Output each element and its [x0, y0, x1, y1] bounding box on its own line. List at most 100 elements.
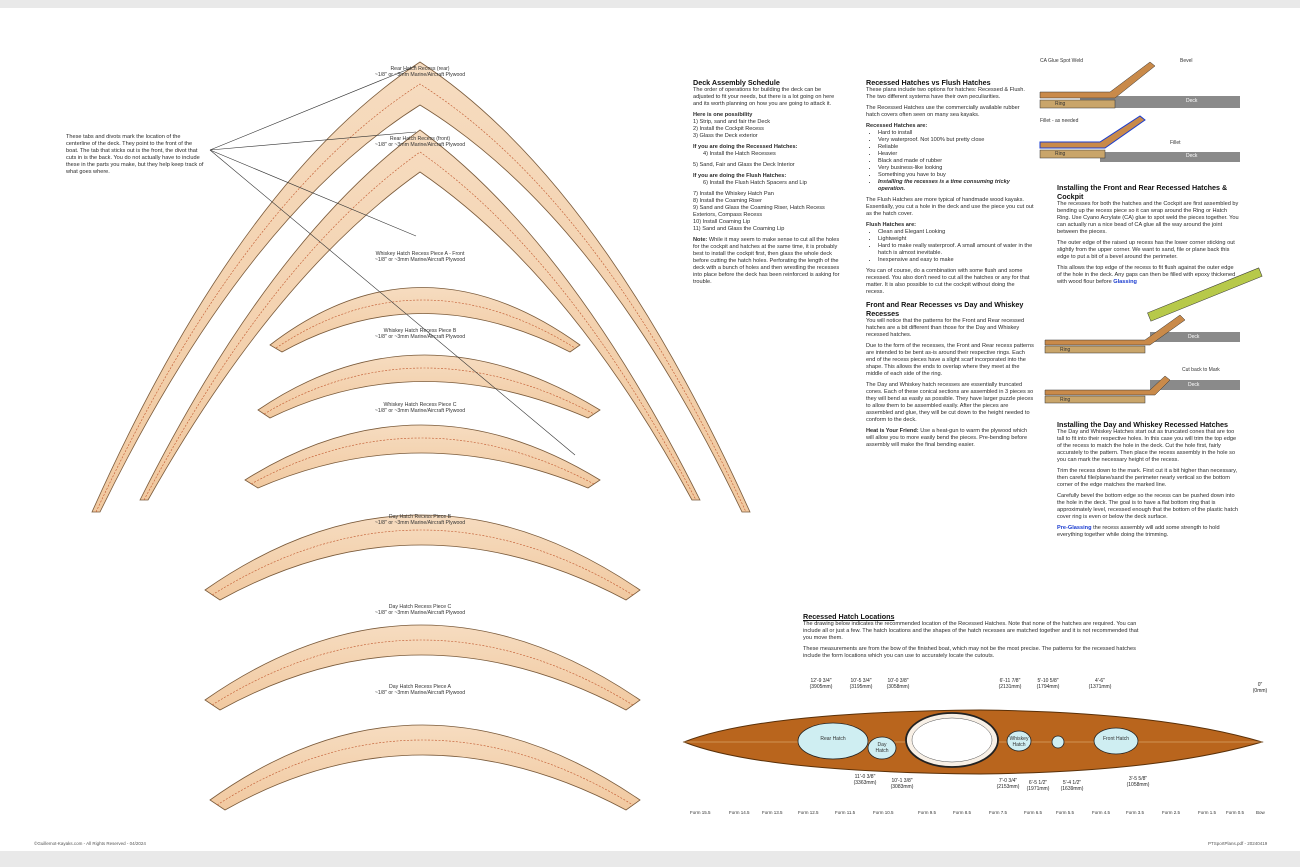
dim-value: 7'-0 3/4"	[998, 778, 1018, 784]
form-label: Form 7.5	[989, 810, 1008, 815]
list-item: Clean and Elegant Looking	[878, 229, 1034, 236]
piece-label-3: Whiskey Hatch Recess Piece A - Front~1/8…	[370, 251, 470, 263]
piece-sub: ~1/8" or ~3mm Marine/Aircraft Plywood	[374, 408, 466, 414]
front-rear-install-text: Installing the Front and Rear Recessed H…	[1057, 183, 1239, 290]
list-item: Heavier	[878, 151, 1034, 158]
dim-value: 10'-5 3/4"	[850, 678, 872, 684]
piece-whiskey-b	[257, 354, 601, 419]
dim-top-1: 12'-9 3/4"(3905mm)	[803, 678, 839, 690]
piece-day-a	[209, 724, 641, 811]
form-label: Form 3.5	[1126, 810, 1145, 815]
locations-p1: The drawing below indicates the recommen…	[803, 621, 1139, 641]
piece-label-6: Day Hatch Recess Piece B~1/8" or ~3mm Ma…	[370, 514, 470, 526]
piece-rear-hatch-rear	[91, 61, 751, 513]
diag1-ring: Ring	[1055, 101, 1066, 107]
step-5: 5) Sand, Fair and Glass the Deck Interio…	[693, 162, 795, 168]
note-text: While it may seem to make sense to cut a…	[693, 237, 840, 285]
piece-day-c	[204, 624, 641, 711]
locations-p2: These measurements are from the bow of t…	[803, 646, 1136, 659]
recessed-list: Hard to install Very waterproof. Not 100…	[866, 130, 1034, 193]
dim-value: 4'-6"	[1095, 678, 1105, 684]
step-6: 6) Install the Flush Hatch Spacers and L…	[703, 180, 807, 186]
dim-value: 6'-11 7/8"	[999, 678, 1021, 684]
form-label: Form 5.5	[1056, 810, 1075, 815]
diag2-label2: Fillet	[1170, 140, 1181, 146]
recessed-paragraph: The Recessed Hatches use the commerciall…	[866, 105, 1020, 118]
piece-whiskey-a	[269, 287, 581, 353]
piece-sub: ~1/8" or ~3mm Marine/Aircraft Plywood	[374, 690, 466, 696]
form-label: Form 14.5	[729, 810, 750, 815]
cross-section-diagram-2	[1039, 115, 1240, 162]
dim-metric: (1058mm)	[1126, 782, 1150, 788]
cross-section-diagram-3	[1044, 267, 1263, 354]
dim-metric: (1639mm)	[1060, 786, 1084, 792]
piece-label-4: Whiskey Hatch Recess Piece B~1/8" or ~3m…	[370, 328, 470, 340]
deck-note: Note: While it may seem to make sense to…	[693, 237, 843, 286]
footer-copyright: ©Guillemot-Kayaks.com - All Rights Reser…	[34, 841, 146, 846]
dim-value: 5'-4 1/2"	[1062, 780, 1082, 786]
dim-value: 12'-9 3/4"	[810, 678, 832, 684]
form-label: Form 0.5	[1226, 810, 1245, 815]
front-rear-p2: Due to the form of the recesses, the Fro…	[866, 343, 1034, 377]
dim-top-3: 10'-0 3/8"(3058mm)	[880, 678, 916, 690]
install-p4: The Day and Whiskey Hatches start out as…	[1057, 429, 1237, 463]
diag4-label: Cut back to Mark	[1182, 367, 1220, 373]
form-label: Bow	[1256, 810, 1265, 815]
dim-value: 6'-5 1/2"	[1028, 780, 1048, 786]
combo-paragraph: You can of course, do a combination with…	[866, 268, 1030, 295]
dim-metric: (1794mm)	[1036, 684, 1060, 690]
recessed-are-heading: Recessed Hatches are:	[866, 123, 928, 129]
diag4-deck: Deck	[1188, 382, 1200, 388]
deck-assembly-column: Deck Assembly Schedule The order of oper…	[693, 78, 843, 290]
step-8: 8) Install the Coaming Riser	[693, 198, 763, 204]
dim-bottom-4: 6'-5 1/2"(1971mm)	[1020, 780, 1056, 792]
hatch-label-whiskey: Whiskey Hatch	[1009, 736, 1029, 748]
front-rear-p3: The Day and Whiskey hatch recesses are e…	[866, 382, 1034, 423]
front-rear-title: Front and Rear Recesses vs Day and Whisk…	[866, 300, 1024, 318]
list-item: Reliable	[878, 144, 1034, 151]
list-item: Hard to make really waterproof. A small …	[878, 243, 1034, 257]
glassing-link[interactable]: Glassing	[1113, 279, 1137, 285]
piece-title: Whiskey Hatch Recess Piece B	[383, 328, 457, 334]
dim-top-2: 10'-5 3/4"(3195mm)	[843, 678, 879, 690]
form-label: Form 13.5	[762, 810, 783, 815]
piece-label-8: Day Hatch Recess Piece A~1/8" or ~3mm Ma…	[370, 684, 470, 696]
install-day-whiskey-title: Installing the Day and Whiskey Recessed …	[1057, 420, 1228, 429]
step-11: 11) Sand and Glass the Coaming Lip	[693, 226, 785, 232]
hatch-label-front: Front Hatch	[1102, 736, 1130, 742]
front-rear-p1: You will notice that the patterns for th…	[866, 318, 1025, 338]
dim-metric: (3195mm)	[849, 684, 873, 690]
centerline-note: These tabs and divots mark the location …	[66, 134, 204, 175]
diag3-deck: Deck	[1188, 334, 1200, 340]
list-item: Black and made of rubber	[878, 158, 1034, 165]
pre-glassing-link[interactable]: Pre-Glassing	[1057, 525, 1092, 531]
dim-metric: (0mm)	[1252, 688, 1268, 694]
piece-title: Rear Hatch Recess (rear)	[390, 66, 450, 72]
dim-top-7: 0"(0mm)	[1248, 682, 1272, 694]
install-p2: The outer edge of the raised up recess h…	[1057, 240, 1235, 260]
heat-label: Heat is Your Friend:	[866, 428, 919, 434]
cross-section-diagram-1	[1039, 61, 1240, 109]
list-item: Installing the recesses is a time consum…	[878, 179, 1034, 193]
piece-title: Day Hatch Recess Piece C	[388, 604, 452, 610]
piece-sub: ~1/8" or ~3mm Marine/Aircraft Plywood	[374, 334, 466, 340]
step-9: 9) Sand and Glass the Coaming Riser, Hat…	[693, 205, 825, 218]
form-label: Form 11.5	[835, 810, 856, 815]
step-3: 3) Glass the Deck exterior	[693, 133, 758, 139]
recessed-heading: If you are doing the Recessed Hatches:	[693, 144, 798, 150]
form-label: Form 15.5	[690, 810, 711, 815]
piece-sub: ~1/8" or ~3mm Marine/Aircraft Plywood	[374, 257, 466, 263]
possibility-heading: Here is one possibility	[693, 112, 753, 118]
piece-sub: ~1/8" or ~3mm Marine/Aircraft Plywood	[374, 72, 466, 78]
piece-sub: ~1/8" or ~3mm Marine/Aircraft Plywood	[374, 520, 466, 526]
hatches-title: Recessed Hatches vs Flush Hatches	[866, 78, 991, 87]
dim-top-5: 5'-10 5/8"(1794mm)	[1030, 678, 1066, 690]
diag1-label1: CA Glue Spot Weld	[1040, 58, 1083, 64]
dim-metric: (3905mm)	[809, 684, 833, 690]
deck-assembly-title: Deck Assembly Schedule	[693, 78, 780, 87]
piece-day-b	[204, 514, 641, 601]
cross-section-diagram-4	[1044, 375, 1240, 404]
piece-title: Whiskey Hatch Recess Piece A - Front	[375, 251, 465, 257]
day-whiskey-install-text: Installing the Day and Whiskey Recessed …	[1057, 420, 1239, 543]
